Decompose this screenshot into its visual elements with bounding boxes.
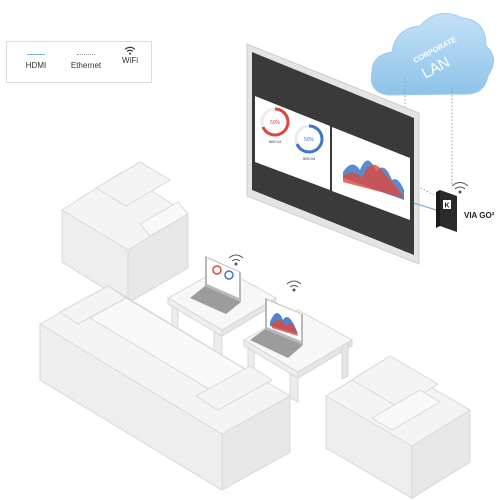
sofa xyxy=(39,285,291,491)
gauge-red-value: 50% xyxy=(270,120,281,126)
device-label: VIA GO² xyxy=(464,211,495,220)
legend-label-ethernet: Ethernet xyxy=(70,61,102,70)
area-chart xyxy=(343,160,404,200)
kramer-k-logo-icon xyxy=(443,200,451,209)
gauge-blue-caption: 505.04 xyxy=(303,156,316,161)
gauge-red: 50% 505.04 xyxy=(260,107,290,144)
wifi-icon xyxy=(124,46,136,55)
legend-item-ethernet: Ethernet xyxy=(63,50,109,70)
armchair-front xyxy=(325,355,471,499)
wall-display: 50% 505.04 50% 505.04 xyxy=(246,43,420,265)
legend-item-wifi: WiFi xyxy=(115,46,145,65)
gauge-blue: 50% 505.04 xyxy=(294,124,324,161)
wifi-icon xyxy=(451,182,469,194)
svg-text:K: K xyxy=(444,203,449,210)
laptop-1 xyxy=(190,256,241,314)
legend: HDMI Ethernet WiFi xyxy=(6,41,152,83)
gauge-red-caption: 505.04 xyxy=(269,139,282,144)
wifi-icon xyxy=(228,254,244,266)
legend-label-hdmi: HDMI xyxy=(25,61,47,70)
wifi-icon xyxy=(286,280,302,292)
legend-item-hdmi: HDMI xyxy=(17,50,55,70)
armchair-back xyxy=(61,161,189,304)
legend-label-wifi: WiFi xyxy=(122,56,138,65)
laptop-2 xyxy=(250,298,303,358)
hdmi-line-swatch xyxy=(27,54,45,55)
via-go-device: K VIA GO² xyxy=(436,190,495,232)
corporate-lan-cloud: CORPORATE LAN xyxy=(370,13,494,96)
hdmi-connection xyxy=(413,202,437,211)
ethernet-line-swatch xyxy=(77,54,95,55)
gauge-blue-value: 50% xyxy=(304,137,315,143)
